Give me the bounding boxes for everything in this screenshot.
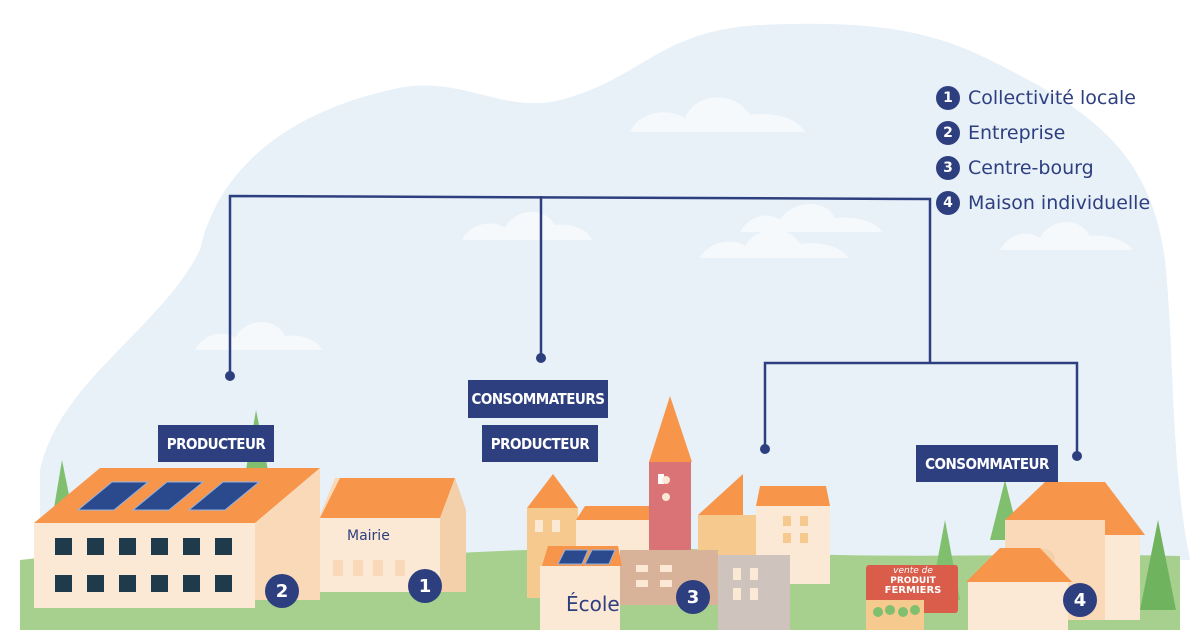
solar-panels xyxy=(76,481,261,511)
market-sign-line2: PRODUIT xyxy=(890,576,936,586)
market-sign-line1: vente de xyxy=(893,566,933,576)
clouds xyxy=(195,97,1132,350)
producteur-tag-center: PRODUCTEUR xyxy=(482,425,598,462)
marker-1: 1 xyxy=(408,569,442,603)
marker-2: 2 xyxy=(265,574,299,608)
legend-item-entreprise: 2 Entreprise xyxy=(936,115,1196,150)
legend-label: Entreprise xyxy=(968,121,1066,144)
legend-label: Maison individuelle xyxy=(968,191,1151,214)
legend-label: Centre-bourg xyxy=(968,156,1094,179)
factory-building xyxy=(34,468,320,608)
house-and-market xyxy=(866,482,1145,630)
legend-number-badge: 2 xyxy=(936,120,960,145)
legend-label: Collectivité locale xyxy=(968,86,1136,109)
marker-3: 3 xyxy=(676,580,710,614)
legend-item-maison: 4 Maison individuelle xyxy=(936,185,1196,220)
mairie-label: Mairie xyxy=(347,528,390,544)
marker-4: 4 xyxy=(1063,583,1097,617)
producteur-tag-left: PRODUCTEUR xyxy=(158,425,274,462)
mairie-building xyxy=(320,478,466,592)
consommateur-tag-right: CONSOMMATEUR xyxy=(916,445,1058,482)
connection-nodes xyxy=(225,353,1082,461)
legend-item-collectivite: 1 Collectivité locale xyxy=(936,80,1196,115)
legend-number-badge: 1 xyxy=(936,85,960,110)
town-center xyxy=(527,396,830,630)
legend-number-badge: 3 xyxy=(936,155,960,180)
connection-lines xyxy=(228,194,1079,455)
legend-number-badge: 4 xyxy=(936,190,960,215)
market-sign: vente de PRODUIT FERMIERS xyxy=(878,566,948,596)
market-sign-line3: FERMIERS xyxy=(884,585,942,596)
legend-item-centre-bourg: 3 Centre-bourg xyxy=(936,150,1196,185)
ecole-label: École xyxy=(566,592,620,616)
legend: 1 Collectivité locale 2 Entreprise 3 Cen… xyxy=(936,80,1196,220)
sky-background xyxy=(40,23,1190,561)
consommateurs-tag: CONSOMMATEURS xyxy=(468,380,608,418)
